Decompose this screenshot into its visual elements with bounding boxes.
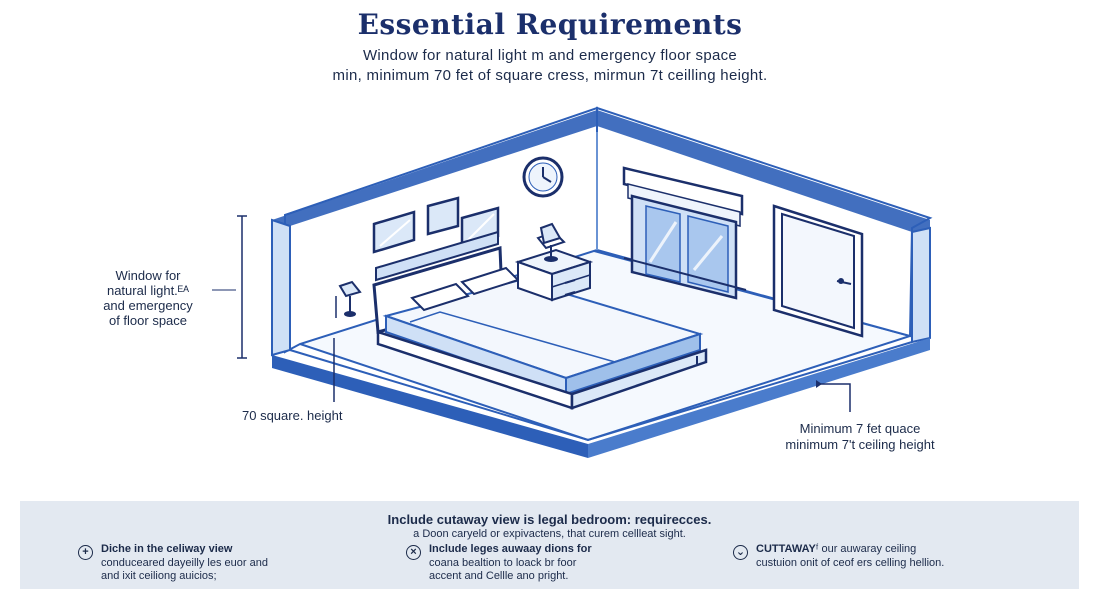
item-1-title: Diche in the celiway view bbox=[101, 543, 233, 555]
item-2-line-3: accent and Cellle ano pright. bbox=[429, 570, 569, 582]
callout-left-line-3: and emergency bbox=[103, 298, 193, 313]
subtitle-line-2: min, minimum 70 fet of square cress, mir… bbox=[332, 67, 768, 84]
front-wall-right-cut bbox=[588, 338, 930, 458]
callout-right-line-1: Minimum 7 fet quace bbox=[799, 421, 921, 436]
item-2-title: Include leges auwaay dions for bbox=[429, 543, 592, 555]
page-title: Essential Requirements bbox=[357, 8, 743, 41]
panel-subheading: a Doon caryeld or expivactens, that cure… bbox=[413, 528, 686, 540]
leader-line-right bbox=[816, 380, 851, 412]
item-3-line-2: custuion onit of ceof ers celling hellio… bbox=[756, 557, 945, 569]
item-1-line-3: and ixit ceiliong auicios; bbox=[101, 570, 217, 582]
panel-heading: Include cutaway view is legal bedroom: r… bbox=[387, 512, 712, 527]
front-wall-left-cut bbox=[272, 355, 588, 458]
callout-left-line-2: natural light.ᴱᴬ bbox=[106, 283, 190, 298]
bed bbox=[372, 246, 708, 410]
small-lamp-icon bbox=[335, 280, 362, 318]
item-3-title-rest: ᶠ our auwaray ceiling bbox=[815, 543, 917, 555]
nightstand bbox=[514, 248, 594, 302]
lamp-icon bbox=[536, 222, 566, 262]
callout-left-line-1: Window for bbox=[115, 268, 181, 283]
subtitle-line-1: Window for natural light m and emergency… bbox=[362, 47, 738, 64]
callout-left-line-4: of floor space bbox=[108, 313, 188, 328]
requirements-panel: Include cutaway view is legal bedroom: r… bbox=[20, 501, 1079, 589]
callout-window-emergency: Window for natural light.ᴱᴬ and emergenc… bbox=[78, 268, 218, 328]
item-3-title: CUTTAWAYᶠ our auwaray ceiling bbox=[756, 543, 916, 555]
chevron-down-icon: ⌄ bbox=[733, 545, 748, 560]
door bbox=[772, 204, 864, 338]
close-icon: × bbox=[406, 545, 421, 560]
callout-right-line-2: minimum 7't ceiling height bbox=[785, 437, 935, 452]
height-dimension-line bbox=[212, 215, 247, 359]
item-2-line-2: coana bealtion to loack br foor bbox=[429, 557, 577, 569]
item-1-line-2: conduceared dayeilly les euor and bbox=[101, 557, 268, 569]
plus-icon: + bbox=[78, 545, 93, 560]
clock-icon bbox=[522, 156, 564, 198]
item-3-title-bold: CUTTAWAY bbox=[756, 543, 816, 555]
callout-floor-area: 70 square. height bbox=[242, 408, 343, 423]
header: Essential Requirements Window for natura… bbox=[0, 8, 1100, 86]
callout-ceiling-height: Minimum 7 fet quace minimum 7't ceiling … bbox=[740, 421, 980, 453]
window bbox=[622, 166, 747, 300]
